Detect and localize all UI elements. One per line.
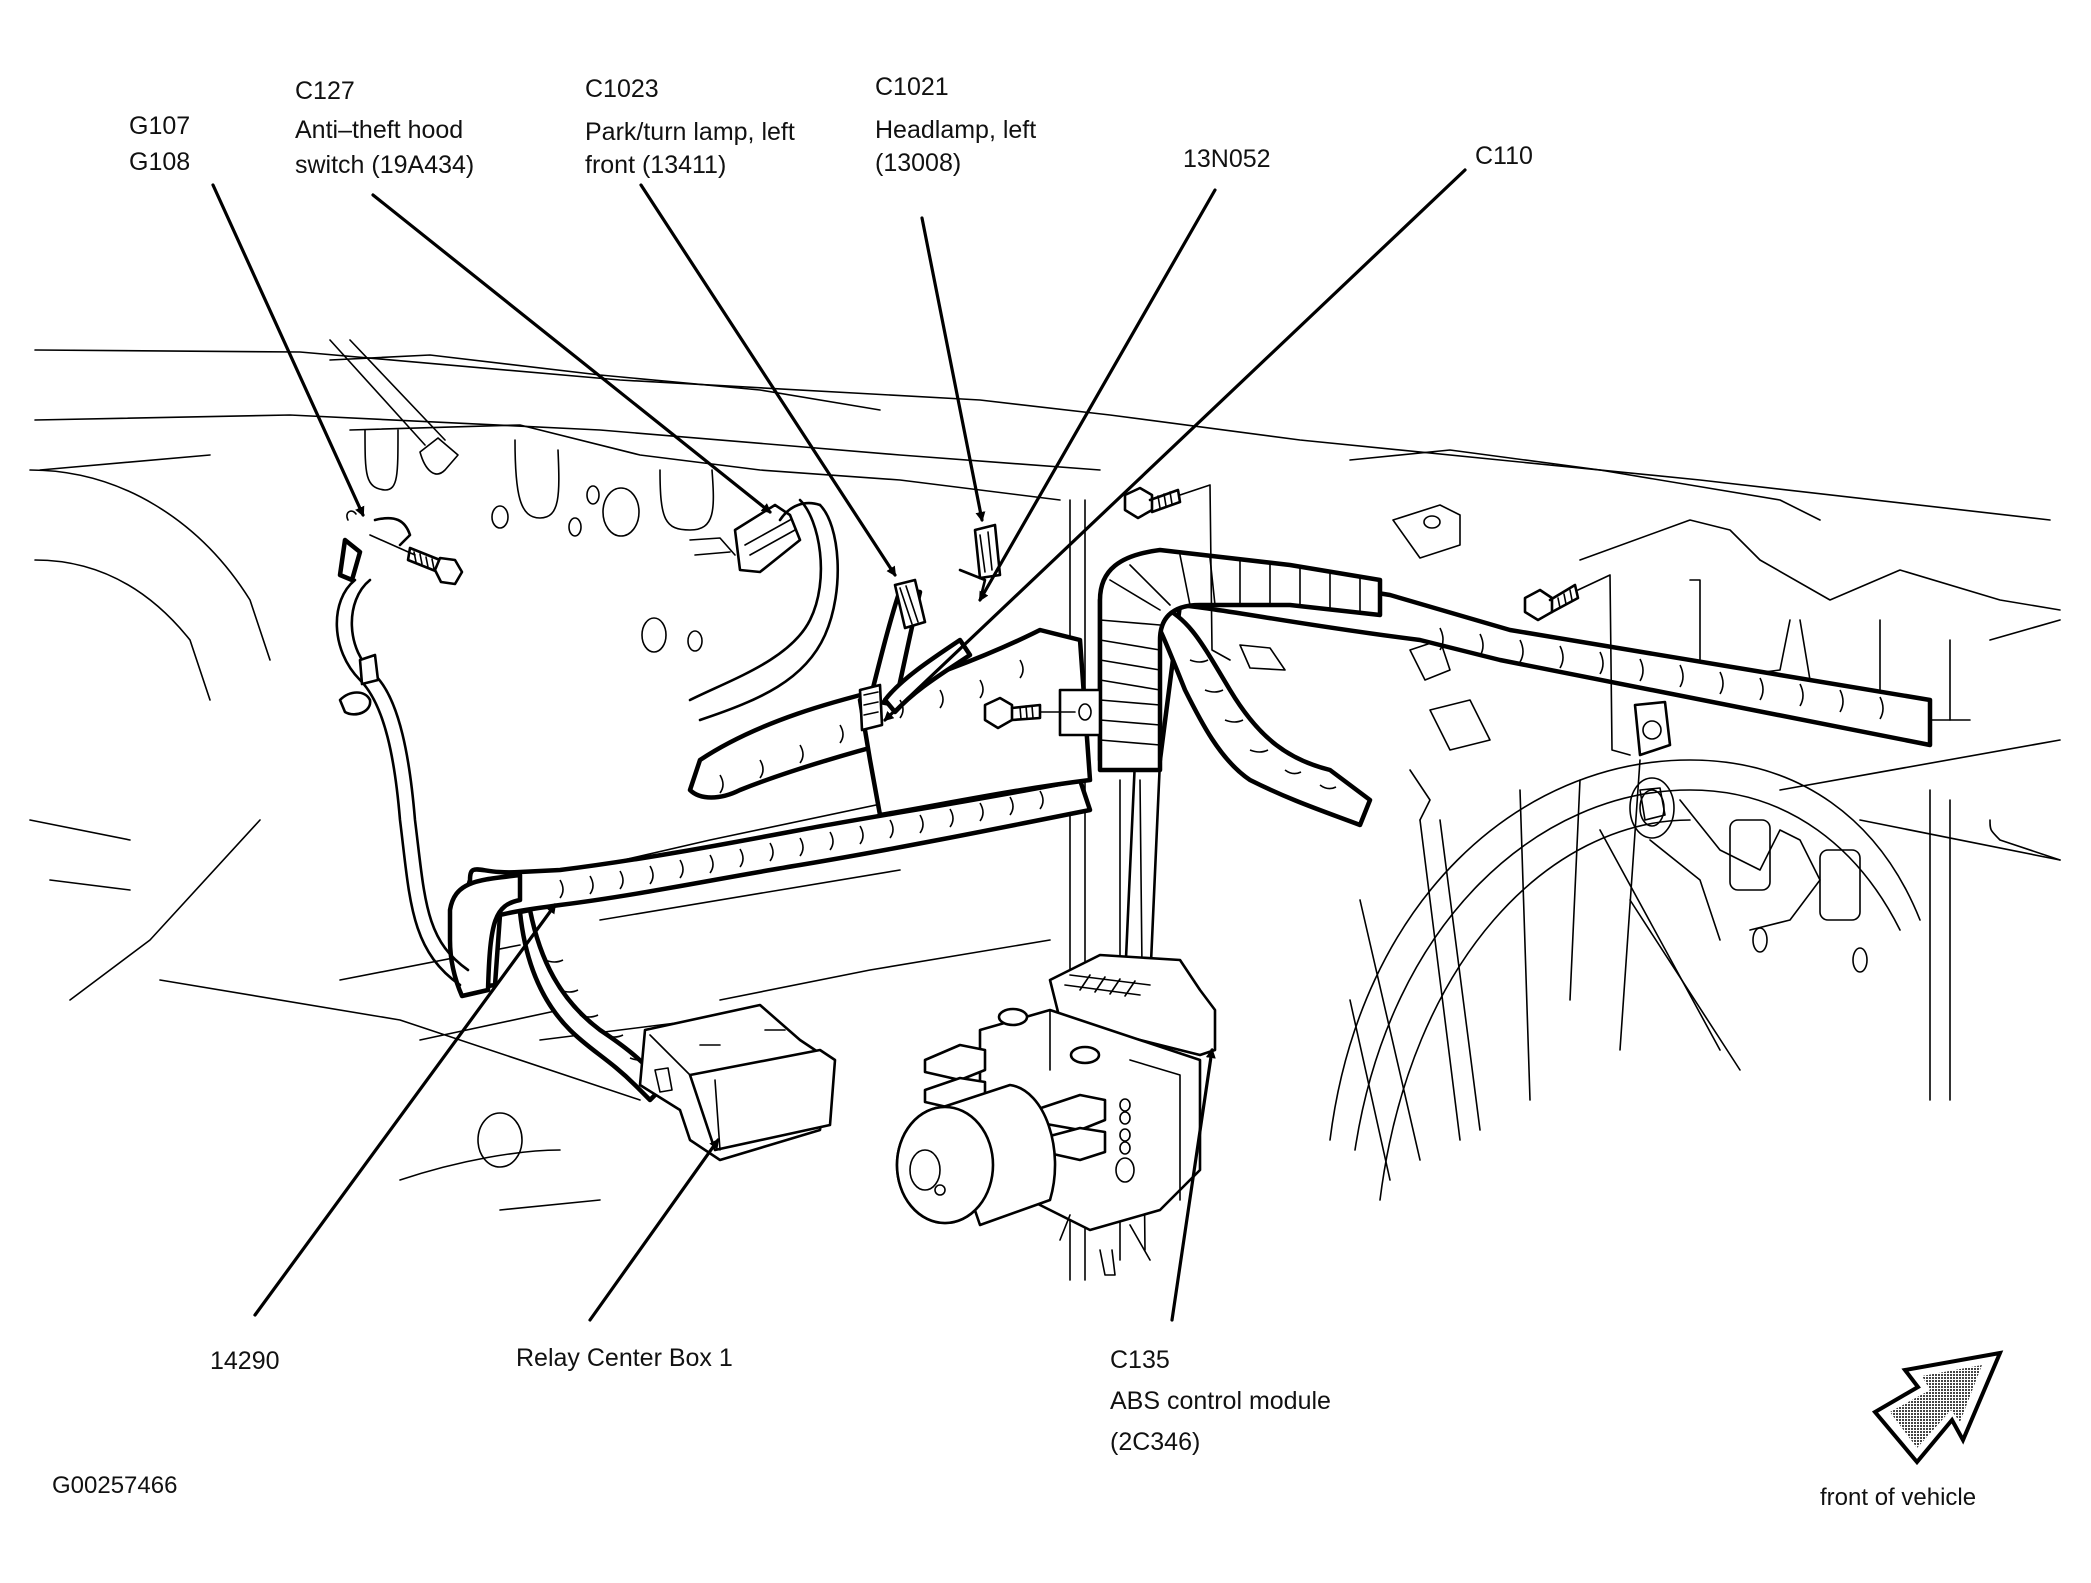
leader-c1021 [920,216,986,522]
callout-line: Park/turn lamp, left [585,118,795,146]
callout-line: G108 [129,148,191,176]
callout-14290: 14290 [210,1343,280,1379]
leader-13n052 [978,188,1217,602]
callout-c1023: C1023 Park/turn lamp, left front (13411) [585,70,795,185]
leader-c110 [883,168,1467,722]
callout-13n052: 13N052 [1183,141,1271,177]
callout-leaders [211,168,1467,1322]
cooling-fan [1329,759,1921,1201]
leader-14290 [253,903,557,1317]
abs-control-module [895,953,1217,1276]
callout-c135: C135 ABS control module (2C346) [1110,1340,1331,1463]
callout-line: C127 [295,77,355,105]
callout-line: 13N052 [1183,145,1271,173]
callout-c127: C127 Anti–theft hood switch (19A434) [295,72,474,185]
callout-line: C1021 [875,73,949,101]
callout-c110: C110 [1475,138,1533,174]
callout-c1021: C1021 Headlamp, left (13008) [875,68,1036,183]
bolt-icon [983,696,1076,730]
callout-relay-center-box-1: Relay Center Box 1 [516,1340,733,1376]
leader-c1023 [639,183,897,577]
front-of-vehicle-arrow-icon [1871,1350,2004,1466]
park-turn-lamp-connector [893,578,927,630]
leader-relay-center-box [588,1138,720,1322]
leader-c127 [371,193,772,514]
callout-line: 14290 [210,1347,280,1375]
callout-line: switch (19A434) [295,151,475,179]
relay-center-box [638,1003,837,1162]
callout-line: C135 [1110,1346,1170,1374]
harness-clip-13n052 [858,683,884,732]
callout-line: (13008) [875,149,962,177]
figure-id: G00257466 [52,1472,178,1499]
mounting-bolts [983,484,1672,757]
callout-line: C1023 [585,75,659,103]
callout-line: C110 [1475,142,1533,170]
headlamp-connector [958,523,1002,602]
front-of-vehicle-label: front of vehicle [1820,1484,1977,1511]
bolt-icon [406,546,464,586]
wiring-harness-14290 [335,498,1933,1103]
callout-line: front (13411) [585,151,727,179]
leader-g107-g108 [211,183,365,517]
bolt-icon [1123,484,1231,661]
hood-cable [329,339,459,475]
callout-line: ABS control module [1110,1387,1331,1415]
callout-line: Anti–theft hood [295,116,464,144]
bolt-icon [1523,574,1631,756]
callout-g107-g108: G107 G108 [129,108,190,180]
callout-line: Headlamp, left [875,116,1037,144]
callout-line: (2C346) [1110,1428,1201,1456]
ground-bolt-g107-g108 [337,510,464,586]
callout-line: Relay Center Box 1 [516,1344,733,1372]
anti-theft-hood-switch [689,501,822,574]
leader-c135 [1170,1048,1216,1322]
callout-line: G107 [129,112,191,140]
